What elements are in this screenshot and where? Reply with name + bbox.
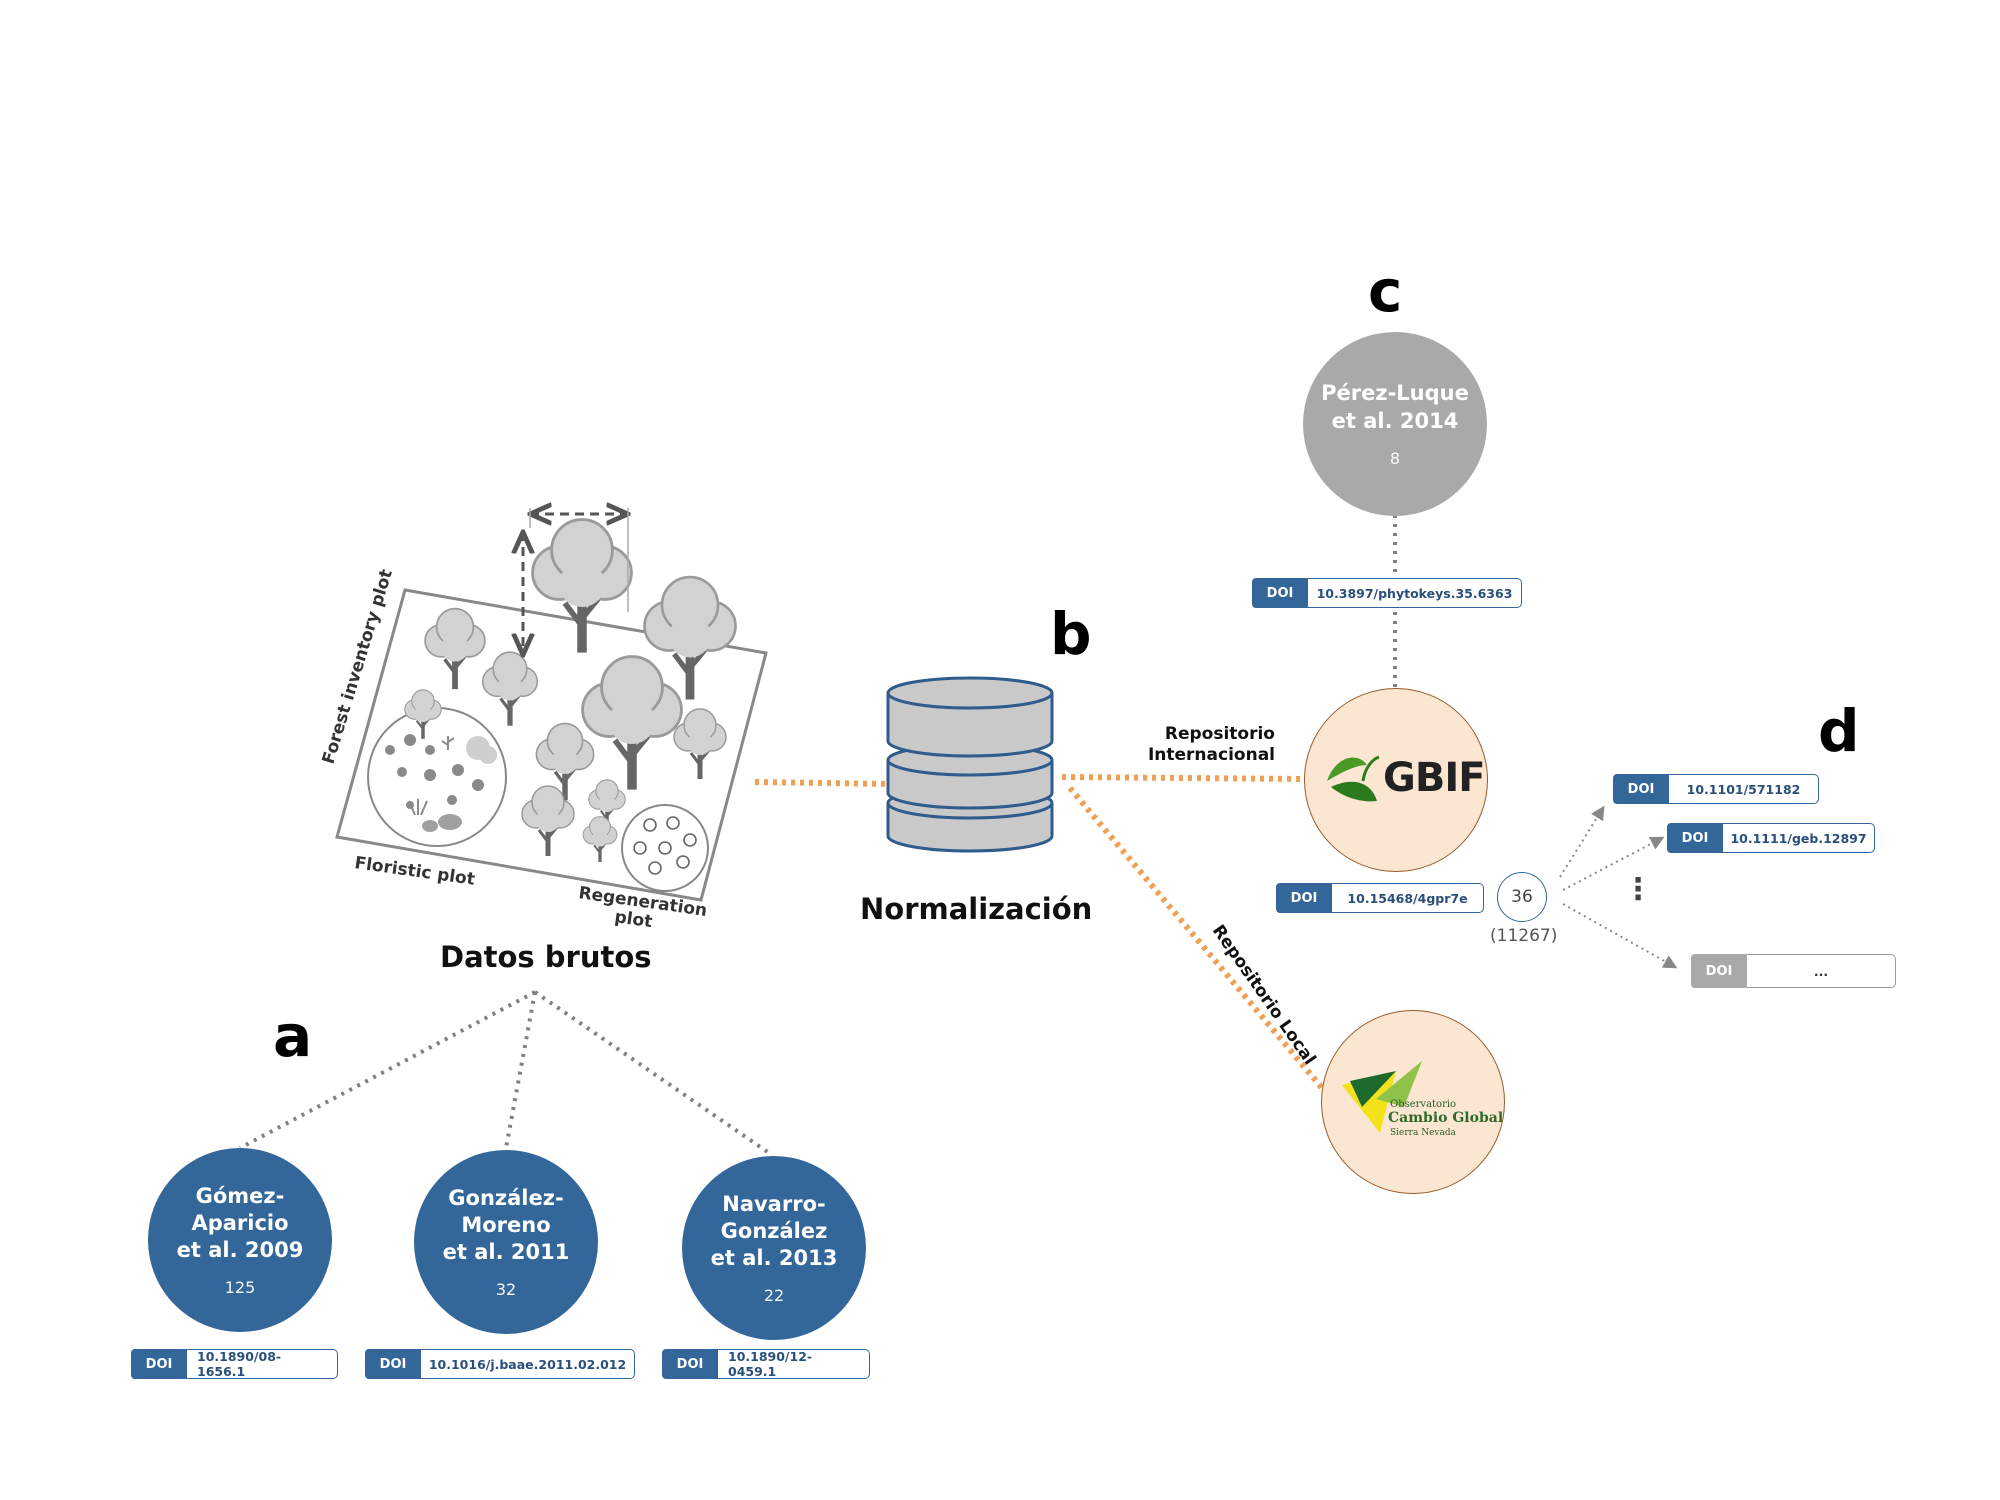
doi-badge-gomez-aparicio[interactable]: DOI 10.1890/08-1656.1 <box>131 1349 338 1379</box>
repositorio-local-label: Repositorio Local <box>1208 921 1320 1068</box>
doi-value[interactable]: 10.3897/phytokeys.35.6363 <box>1308 578 1522 608</box>
citation-count-circle: 36 <box>1497 872 1547 922</box>
local-repository-circle[interactable]: Observatorio Cambio Global Sierra Nevada <box>1321 1010 1505 1194</box>
doi-value[interactable]: 10.1890/12-0459.1 <box>718 1349 870 1379</box>
obsnev-logo-line2: Cambio Global <box>1388 1110 1504 1126</box>
doi-tag: DOI <box>662 1349 718 1379</box>
citing-doi-badge[interactable]: DOI ... <box>1691 954 1896 988</box>
doi-tag: DOI <box>1276 883 1332 913</box>
citing-doi-badge[interactable]: DOI 10.1111/geb.12897 <box>1667 823 1875 853</box>
database-icon <box>886 676 1054 853</box>
obsnev-logo-line3: Sierra Nevada <box>1390 1128 1456 1138</box>
more-citations-ellipsis: ⋮ <box>1623 872 1653 907</box>
section-letter-c: c <box>1368 257 1403 325</box>
publication-circle-navarro-gonzalez: Navarro- González et al. 2013 22 <box>682 1156 866 1340</box>
regeneration-plot-label-line2: plot <box>613 907 653 932</box>
citation-total: (11267) <box>1490 926 1558 946</box>
publication-name: Navarro- González et al. 2013 <box>710 1191 838 1271</box>
doi-value[interactable]: 10.1101/571182 <box>1669 774 1819 804</box>
gbif-logo-text: GBIF <box>1383 755 1486 801</box>
publication-name: Gómez- Aparicio et al. 2009 <box>176 1183 304 1263</box>
forest-plot-illustration: Forest inventory plot Floristic plot Reg… <box>319 508 768 932</box>
raw-data-caption: Datos brutos <box>440 940 652 974</box>
doi-value[interactable]: ... <box>1747 954 1896 988</box>
publication-circle-gomez-aparicio: Gómez- Aparicio et al. 2009 125 <box>148 1148 332 1332</box>
doi-tag: DOI <box>1691 954 1747 988</box>
section-letter-d: d <box>1818 697 1860 765</box>
record-count: 125 <box>224 1278 256 1298</box>
publication-circle-perez-luque: Pérez-Luque et al. 2014 8 <box>1303 332 1487 516</box>
doi-tag: DOI <box>131 1349 187 1379</box>
normalization-caption: Normalización <box>860 892 1093 926</box>
doi-tag: DOI <box>1252 578 1308 608</box>
citing-doi-badge[interactable]: DOI 10.1101/571182 <box>1613 774 1819 804</box>
record-count: 8 <box>1389 448 1401 468</box>
doi-badge-gbif[interactable]: DOI 10.15468/4gpr7e <box>1276 883 1484 913</box>
doi-value[interactable]: 10.1016/j.baae.2011.02.012 <box>421 1349 635 1379</box>
links-d <box>1559 805 1678 969</box>
gbif-repository-circle[interactable]: GBIF <box>1304 688 1488 872</box>
obsnev-logo-icon <box>1342 1061 1422 1133</box>
repositorio-internacional-label: Repositorio Internacional <box>1147 724 1275 766</box>
doi-badge-perez-luque[interactable]: DOI 10.3897/phytokeys.35.6363 <box>1252 578 1522 608</box>
links-orange <box>754 774 1325 1090</box>
doi-badge-navarro-gonzalez[interactable]: DOI 10.1890/12-0459.1 <box>662 1349 870 1379</box>
links-a <box>239 990 774 1157</box>
doi-value[interactable]: 10.1890/08-1656.1 <box>187 1349 338 1379</box>
doi-tag: DOI <box>1613 774 1669 804</box>
section-letter-b: b <box>1050 600 1092 668</box>
publication-circle-gonzalez-moreno: González- Moreno et al. 2011 32 <box>414 1150 598 1334</box>
doi-tag: DOI <box>365 1349 421 1379</box>
section-letter-a: a <box>273 1002 313 1070</box>
publication-name: Pérez-Luque et al. 2014 <box>1321 381 1469 433</box>
citation-count: 36 <box>1511 887 1533 907</box>
record-count: 32 <box>495 1280 517 1300</box>
record-count: 22 <box>763 1286 785 1306</box>
obsnev-logo-line1: Observatorio <box>1390 1099 1457 1110</box>
gbif-logo-icon <box>1327 755 1380 802</box>
doi-value[interactable]: 10.15468/4gpr7e <box>1332 883 1484 913</box>
doi-badge-gonzalez-moreno[interactable]: DOI 10.1016/j.baae.2011.02.012 <box>365 1349 635 1379</box>
publication-name: González- Moreno et al. 2011 <box>442 1185 570 1265</box>
doi-value[interactable]: 10.1111/geb.12897 <box>1723 823 1875 853</box>
doi-tag: DOI <box>1667 823 1723 853</box>
